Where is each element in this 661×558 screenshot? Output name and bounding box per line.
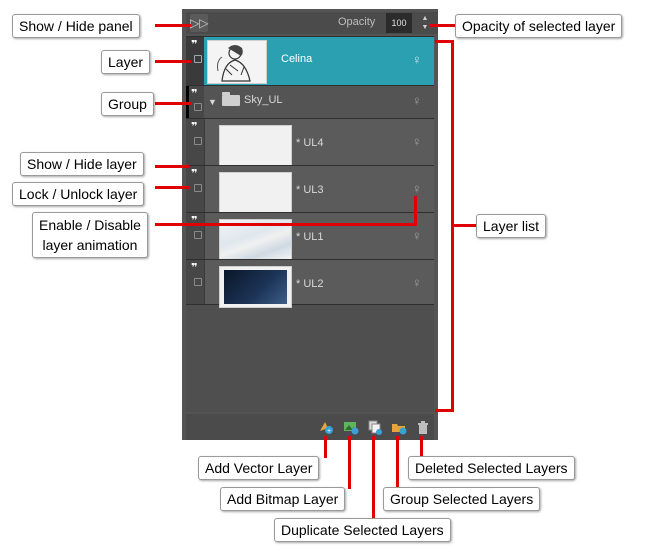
connector-line <box>435 409 453 412</box>
callout-group-layers: Group Selected Layers <box>383 487 541 511</box>
animation-toggle-icon[interactable]: ♀ <box>412 275 422 290</box>
connector-line <box>155 24 191 27</box>
layer-row-ul3[interactable]: ❞ * UL3 ♀ <box>186 165 434 214</box>
add-bitmap-layer-icon[interactable] <box>343 419 359 435</box>
layer-controls: ❞ <box>186 213 204 259</box>
opacity-field[interactable]: 100 <box>386 13 412 33</box>
delete-layers-icon[interactable] <box>415 419 431 435</box>
callout-enable-disable-animation: Enable / Disable layer animation <box>32 212 148 258</box>
connector-line <box>155 223 417 226</box>
folder-icon <box>222 92 240 106</box>
connector-line <box>324 436 327 458</box>
connector-line <box>348 436 351 489</box>
lock-icon[interactable] <box>194 55 202 63</box>
layer-name: Celina <box>281 53 313 65</box>
layer-controls: ❞ <box>186 119 204 165</box>
callout-add-bitmap-layer: Add Bitmap Layer <box>220 487 346 511</box>
callout-layer-list: Layer list <box>476 214 547 238</box>
add-vector-layer-icon[interactable]: + <box>318 419 334 435</box>
layer-thumbnail <box>219 219 292 261</box>
svg-text:+: + <box>327 428 331 435</box>
layer-row-ul4[interactable]: ❞ * UL4 ♀ <box>186 118 434 167</box>
character-drawing-icon <box>217 45 251 82</box>
opacity-spinner-icon[interactable]: ▲▼ <box>421 15 429 31</box>
connector-line <box>155 102 191 105</box>
layer-row-ul2[interactable]: ❞ * UL2 ♀ <box>186 259 434 308</box>
callout-group: Group <box>101 92 154 116</box>
callout-layer: Layer <box>101 50 151 74</box>
layer-row-celina[interactable]: ❞ Celina ♀ <box>186 36 434 85</box>
layer-row-ul1[interactable]: ❞ * UL1 ♀ <box>186 212 434 261</box>
callout-deleted-layers: Deleted Selected Layers <box>408 456 575 480</box>
animation-toggle-icon[interactable]: ♀ <box>412 228 422 243</box>
lock-icon[interactable] <box>194 278 202 286</box>
animation-toggle-icon[interactable]: ♀ <box>412 93 422 108</box>
eye-icon[interactable]: ❞ <box>191 262 198 274</box>
eye-icon[interactable]: ❞ <box>191 121 198 133</box>
layer-name: * UL2 <box>296 278 324 290</box>
connector-line <box>155 165 189 168</box>
connector-line <box>155 60 191 63</box>
eye-icon[interactable]: ❞ <box>191 39 198 51</box>
callout-lock-unlock-layer: Lock / Unlock layer <box>12 182 145 206</box>
layer-name: * UL3 <box>296 184 324 196</box>
callout-show-hide-panel: Show / Hide panel <box>12 14 140 38</box>
layer-controls: ❞ <box>186 86 204 118</box>
layer-thumbnail <box>207 40 267 84</box>
layer-controls: ❞ <box>186 260 204 304</box>
layer-controls: ❞ <box>186 37 204 85</box>
callout-line-2: layer animation <box>42 237 138 253</box>
connector-line <box>420 436 423 458</box>
group-name: Sky_UL <box>244 94 283 106</box>
animation-toggle-icon[interactable]: ♀ <box>412 181 422 196</box>
opacity-label: Opacity <box>338 16 376 28</box>
connector-line <box>372 436 375 520</box>
eye-icon[interactable]: ❞ <box>191 215 198 227</box>
connector-line <box>396 436 399 489</box>
animation-toggle-icon[interactable]: ♀ <box>412 52 422 67</box>
layer-thumbnail <box>219 172 292 214</box>
connector-line <box>430 24 456 27</box>
lock-icon[interactable] <box>194 184 202 192</box>
show-hide-panel-icon[interactable]: ▷▷ <box>190 14 209 32</box>
callout-line-1: Enable / Disable <box>39 217 141 233</box>
animation-toggle-icon[interactable]: ♀ <box>412 134 422 149</box>
lock-icon[interactable] <box>194 103 202 111</box>
group-layers-icon[interactable] <box>391 419 407 435</box>
duplicate-layers-icon[interactable] <box>367 419 383 435</box>
layer-name: * UL4 <box>296 137 324 149</box>
lock-icon[interactable] <box>194 231 202 239</box>
layer-thumbnail <box>219 125 292 167</box>
eye-icon[interactable]: ❞ <box>191 88 198 100</box>
layer-name: * UL1 <box>296 231 324 243</box>
connector-line <box>435 40 453 43</box>
connector-line <box>155 186 189 189</box>
callout-add-vector-layer: Add Vector Layer <box>198 456 320 480</box>
eye-icon[interactable]: ❞ <box>191 168 198 180</box>
connector-line <box>414 196 417 226</box>
expand-arrow-icon[interactable]: ▼ <box>208 97 217 107</box>
lock-icon[interactable] <box>194 137 202 145</box>
layer-thumbnail <box>219 266 292 308</box>
panel-header <box>186 12 438 34</box>
callout-opacity-selected: Opacity of selected layer <box>455 14 623 38</box>
callout-duplicate-layers: Duplicate Selected Layers <box>274 518 451 542</box>
connector-line <box>451 224 476 227</box>
layer-controls: ❞ <box>186 166 204 212</box>
callout-show-hide-layer: Show / Hide layer <box>20 152 144 176</box>
group-row-sky-ul[interactable]: ❞ ▼ Sky_UL ♀ <box>186 85 434 118</box>
